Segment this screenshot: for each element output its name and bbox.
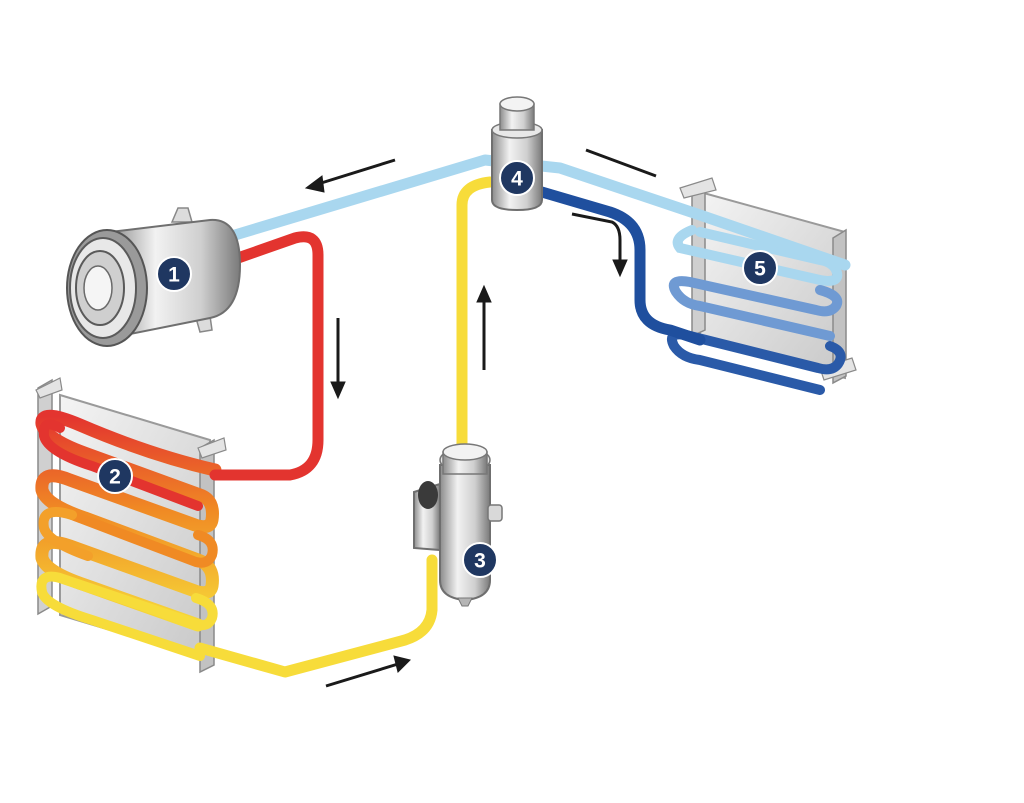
flow-arrow-icon xyxy=(325,655,411,688)
evaporator-coil-icon xyxy=(667,177,857,395)
svg-text:3: 3 xyxy=(474,550,486,573)
compressor-icon xyxy=(66,207,242,347)
suction-line-pipe xyxy=(229,154,851,271)
badge-expansion-valve: 4 xyxy=(499,160,535,196)
svg-text:4: 4 xyxy=(511,168,523,191)
svg-text:1: 1 xyxy=(168,264,180,287)
flow-arrow-icon xyxy=(330,318,346,400)
flow-arrow-icon xyxy=(476,284,492,370)
badge-evaporator: 5 xyxy=(742,250,778,286)
liquid-line-riser-pipe xyxy=(456,176,496,456)
flow-arrow-icon xyxy=(304,158,396,193)
liquid-line-pipe xyxy=(194,554,438,678)
badge-condenser: 2 xyxy=(97,458,133,494)
flow-arrow-icon xyxy=(571,212,628,278)
flow-arrow-icon xyxy=(585,148,657,178)
condenser-coil-icon xyxy=(35,377,227,674)
badge-receiver-drier: 3 xyxy=(462,542,498,578)
evaporator-inlet-pipe xyxy=(529,184,706,346)
svg-text:5: 5 xyxy=(754,258,766,281)
discharge-line-pipe xyxy=(209,231,324,481)
svg-text:2: 2 xyxy=(109,466,121,489)
badge-compressor: 1 xyxy=(156,256,192,292)
